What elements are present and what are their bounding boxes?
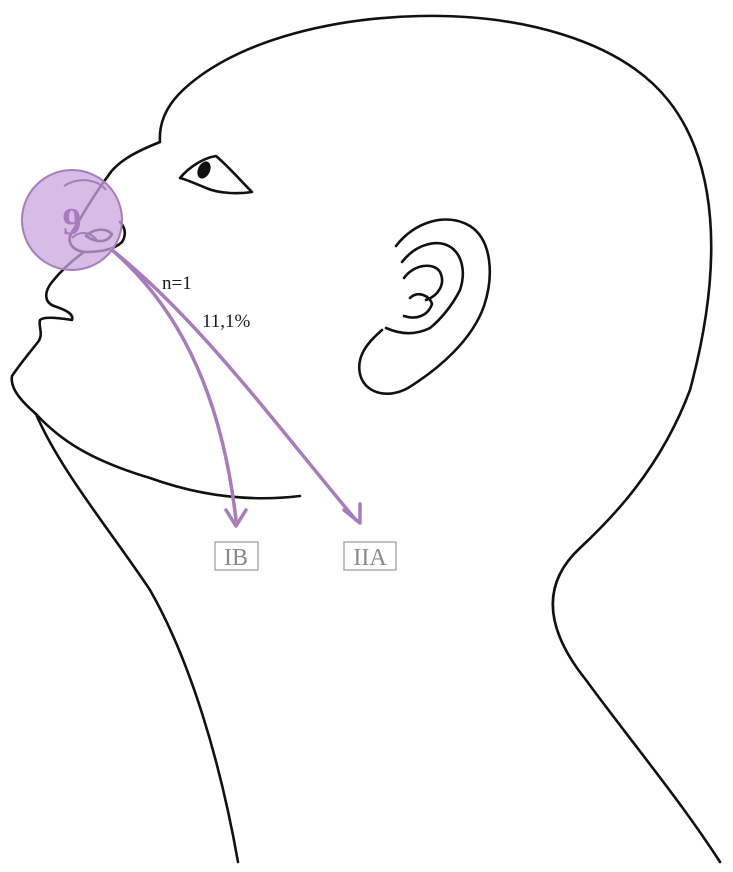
- patient-count: n=1: [162, 273, 192, 294]
- ear-inner-outline: [386, 243, 463, 333]
- drainage-path-iia: [112, 250, 356, 520]
- level-iia-label: IIA: [353, 545, 387, 571]
- patient-percent: 11,1%: [202, 311, 251, 332]
- head-back-outline: [108, 16, 720, 862]
- level-ib-label: IB: [224, 545, 248, 571]
- neck-front-outline: [36, 414, 238, 862]
- tumor-site-number: 9: [63, 201, 82, 243]
- eye-outline: [180, 156, 252, 193]
